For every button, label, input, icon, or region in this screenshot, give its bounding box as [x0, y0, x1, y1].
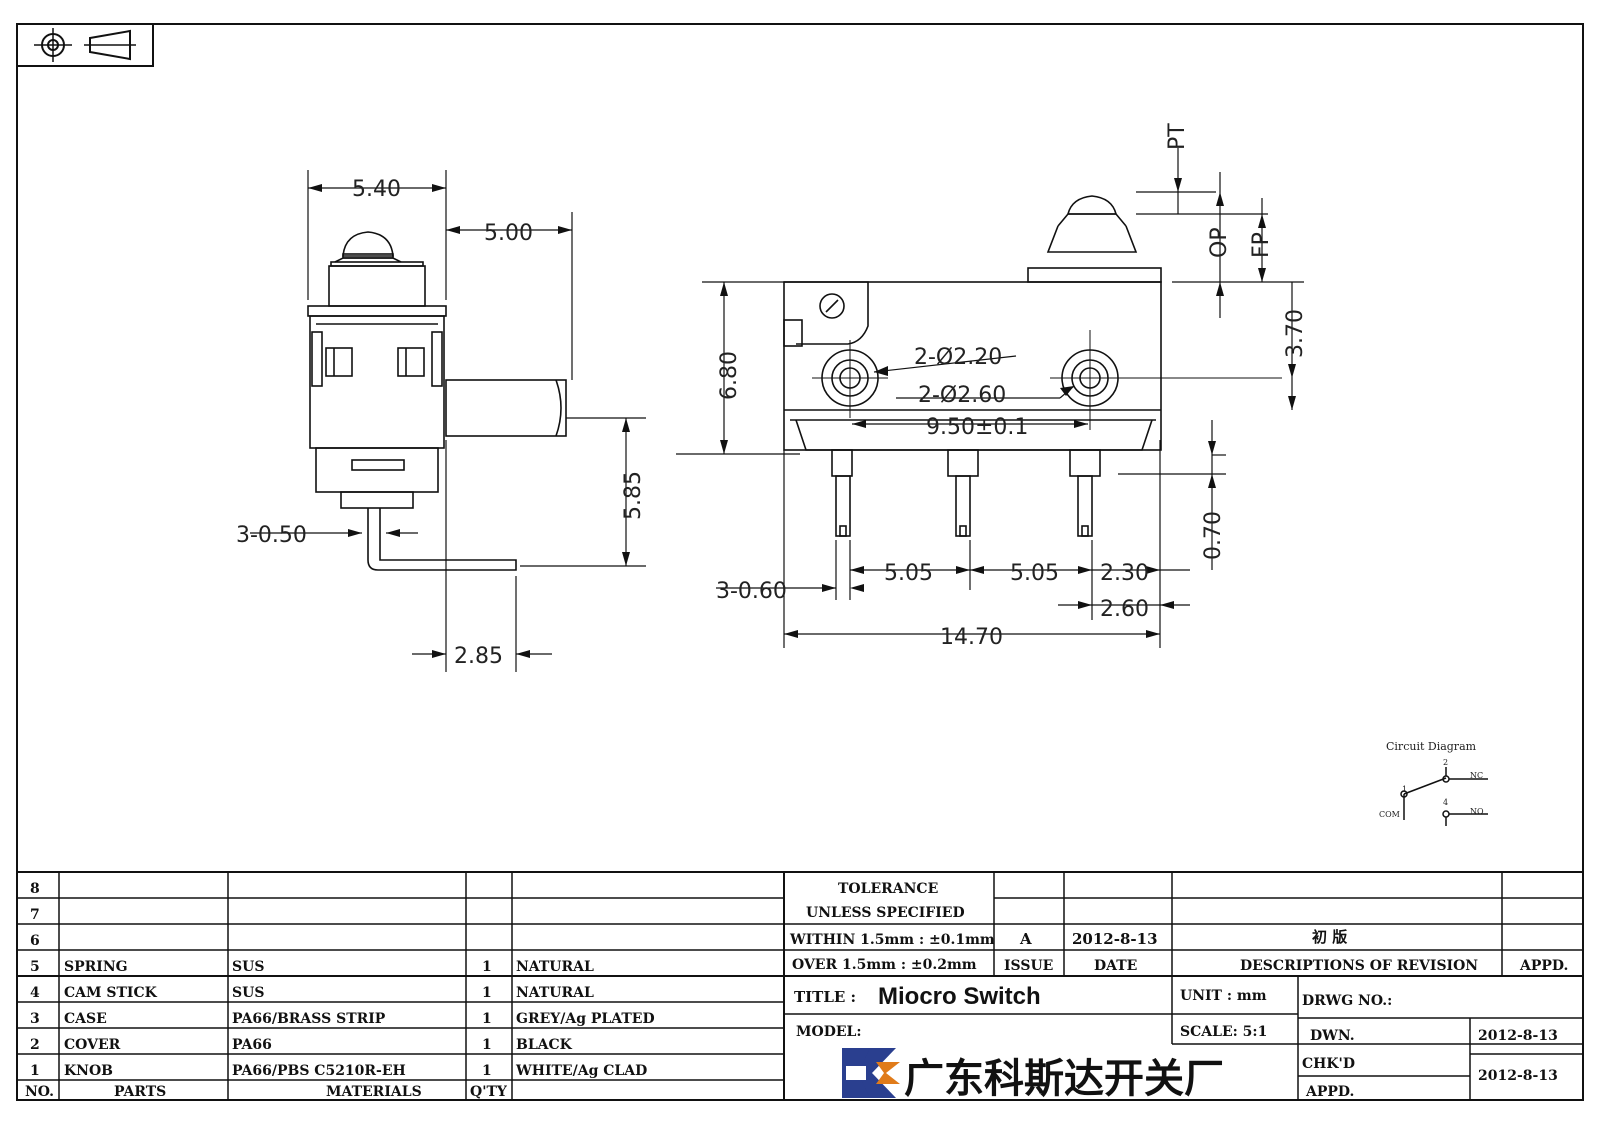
dim-front-height: 6.80	[717, 351, 742, 400]
switch-symbol-icon	[1400, 767, 1488, 826]
dim-side-height: 5.85	[621, 471, 646, 520]
tolerance-over: OVER 1.5mm : ±0.2mm	[792, 957, 977, 973]
issue-value: A	[1019, 930, 1032, 948]
tolerance-label: TOLERANCE	[838, 881, 938, 897]
circuit-com: COM	[1379, 810, 1400, 819]
dim-hole-small: 2-Ø2.20	[914, 345, 1002, 370]
bom-cell-qty: 1	[482, 985, 492, 1001]
dim-pin-width: 3-0.60	[716, 579, 787, 604]
bom-cell-material: PA66/PBS C5210R-EH	[232, 1063, 406, 1079]
appd-label: APPD.	[1519, 958, 1568, 974]
dim-total-width: 14.70	[940, 625, 1003, 650]
bom-header-no: NO.	[25, 1084, 54, 1100]
dim-pin-length: 0.70	[1201, 511, 1226, 560]
bom-cell-finish: WHITE/Ag CLAD	[515, 1063, 647, 1079]
circuit-title: Circuit Diagram	[1386, 740, 1477, 753]
tolerance-unless: UNLESS SPECIFIED	[806, 905, 965, 921]
dim-pt: PT	[1165, 123, 1190, 150]
dimension-arrows	[308, 178, 1296, 658]
dim-side-pin: 3-0.50	[236, 523, 307, 548]
model-label: MODEL:	[796, 1024, 862, 1040]
circuit-pin-4: 4	[1443, 798, 1448, 807]
bom-cell-part: CASE	[64, 1011, 107, 1027]
bom-cell-part: COVER	[64, 1037, 121, 1053]
bom-cell-qty: 1	[482, 1063, 492, 1079]
bom-cell-no: 5	[30, 959, 40, 975]
bom-header-materials: MATERIALS	[326, 1084, 422, 1100]
dim-pitch-b: 5.05	[1010, 561, 1059, 586]
dim-pitch-a: 5.05	[884, 561, 933, 586]
side-view	[307, 231, 567, 571]
title-value: Miocro Switch	[878, 983, 1041, 1010]
dim-side-bottom: 2.85	[454, 644, 503, 669]
circuit-pin-1: 1	[1402, 785, 1407, 794]
scale-label: SCALE: 5:1	[1180, 1024, 1267, 1040]
company-name: 广东科斯达开关厂	[904, 1056, 1224, 1102]
company-logo-icon	[842, 1048, 900, 1098]
bom-cell-no: 8	[30, 881, 40, 897]
date-label: DATE	[1094, 958, 1137, 974]
bom-cell-part: SPRING	[64, 959, 128, 975]
circuit-no: NO	[1470, 807, 1484, 816]
bom-cell-finish: GREY/Ag PLATED	[516, 1011, 655, 1027]
dim-side-width: 5.40	[352, 177, 401, 202]
bom-header-qty: Q'TY	[470, 1084, 508, 1100]
bom-cell-material: SUS	[232, 985, 264, 1001]
bom-cell-no: 6	[30, 933, 40, 949]
dwn-label: DWN.	[1310, 1028, 1355, 1044]
chkd-date: 2012-8-13	[1478, 1068, 1558, 1084]
dim-front-top: 3.70	[1283, 309, 1308, 358]
bom-cell-finish: NATURAL	[516, 985, 594, 1001]
dim-side-offset: 5.00	[484, 221, 533, 246]
title-block-grid	[17, 871, 1583, 1100]
bom-cell-material: SUS	[232, 959, 264, 975]
title-label: TITLE :	[794, 988, 856, 1006]
bom-cell-qty: 1	[482, 959, 492, 975]
issue-label: ISSUE	[1004, 958, 1053, 974]
bom-header-parts: PARTS	[114, 1084, 166, 1100]
dim-pin-offset-2: 2.60	[1100, 597, 1149, 622]
unit-label: UNIT : mm	[1180, 988, 1267, 1004]
bom-cell-no: 4	[30, 985, 40, 1001]
appd2-label: APPD.	[1305, 1084, 1354, 1100]
bom-cell-no: 3	[30, 1011, 40, 1027]
bom-cell-finish: BLACK	[516, 1037, 573, 1053]
bom-cell-material: PA66/BRASS STRIP	[232, 1011, 386, 1027]
dwn-date: 2012-8-13	[1478, 1028, 1558, 1044]
projection-symbol-icon	[16, 23, 154, 67]
bom-cell-no: 2	[30, 1037, 40, 1053]
dim-op: OP	[1207, 227, 1232, 258]
circuit-pin-2: 2	[1443, 758, 1448, 767]
bom-cell-material: PA66	[232, 1037, 272, 1053]
bom-cell-no: 7	[30, 907, 40, 923]
bom-cell-part: CAM STICK	[64, 985, 158, 1001]
dim-pin-offset-1: 2.30	[1100, 561, 1149, 586]
bom-cell-part: KNOB	[64, 1063, 113, 1079]
drwg-no-label: DRWG NO.:	[1302, 993, 1392, 1009]
bom-cell-finish: NATURAL	[516, 959, 594, 975]
title-block-text: TOLERANCE UNLESS SPECIFIED WITHIN 1.5mm …	[789, 881, 1568, 1100]
sheet-border	[16, 23, 1584, 1101]
bom-cell-qty: 1	[482, 1011, 492, 1027]
circuit-nc: NC	[1470, 771, 1483, 780]
dimension-texts: 5.40 5.00 5.85 3-0.50 2.85 PT OP FP 6.80…	[236, 123, 1308, 669]
bom-cell-no: 1	[30, 1063, 40, 1079]
front-view-centerlines	[812, 330, 1282, 430]
tolerance-within: WITHIN 1.5mm : ±0.1mm	[789, 932, 995, 948]
dim-hole-large: 2-Ø2.60	[918, 383, 1006, 408]
descriptions-label: DESCRIPTIONS OF REVISION	[1240, 958, 1478, 974]
dim-hole-pitch: 9.50±0.1	[926, 415, 1028, 440]
chkd-label: CHK'D	[1302, 1056, 1355, 1072]
dim-fp: FP	[1249, 232, 1274, 258]
bom-header: NO. PARTS MATERIALS Q'TY	[25, 1084, 508, 1100]
circuit-diagram: Circuit Diagram 1 2 4 COM NC NO	[1379, 740, 1488, 826]
bom-cell-qty: 1	[482, 1037, 492, 1053]
revision-value: 初 版	[1312, 928, 1347, 946]
date-value: 2012-8-13	[1072, 930, 1158, 948]
